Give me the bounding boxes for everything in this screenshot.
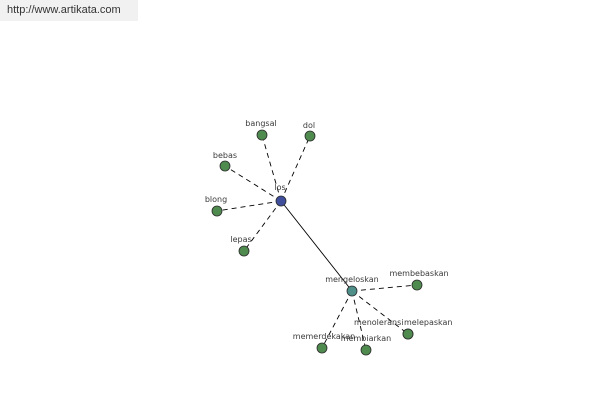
edges-layer [216,134,418,351]
node-mengeloskan[interactable] [346,285,358,297]
edge-los-bangsal [261,134,282,202]
edge-los-bebas [224,165,282,202]
nodes-layer [211,129,423,356]
edge-los-lepas [243,200,282,252]
node-label-blong: blong [205,195,227,204]
labels-layer: los bangsal dol bebas blong lepas mengeloskan m… [205,119,453,343]
edge-mengeloskan-membebaskan [351,284,418,292]
node-blong[interactable] [211,205,223,217]
node-lepas[interactable] [238,245,250,257]
edge-los-blong [216,200,282,212]
node-label-los: los [274,183,285,192]
node-melepaskan[interactable] [402,328,414,340]
node-membiarkan[interactable] [360,344,372,356]
edge-mengeloskan-membiarkan [351,290,367,351]
node-label-bebas: bebas [213,151,237,160]
edge-mengeloskan-memerdekakan [321,290,353,349]
edge-los-mengeloskan [280,200,353,292]
node-dol[interactable] [304,130,316,142]
edge-los-dol [280,135,311,202]
edge-mengeloskan-menoleransi [351,290,409,335]
node-label-mengeloskan: mengeloskan [325,275,379,284]
node-bangsal[interactable] [256,129,268,141]
node-label-bangsal: bangsal [245,119,276,128]
source-link[interactable]: http://www.artikata.com [7,4,121,16]
node-bebas[interactable] [219,160,231,172]
node-los[interactable] [275,195,287,207]
node-label-lepas: lepas [230,235,251,244]
node-label-melepaskan: melepaskan [404,318,452,327]
node-label-dol: dol [303,121,315,130]
node-label-menoleransi: menoleransi [354,318,403,327]
source-bar: http://www.artikata.com [0,0,138,21]
node-membebaskan[interactable] [411,279,423,291]
node-label-membiarkan: membiarkan [341,334,391,343]
node-label-membebaskan: membebaskan [389,269,448,278]
node-label-memerdekakan: memerdekakan [293,332,355,341]
node-memerdekakan[interactable] [316,342,328,354]
